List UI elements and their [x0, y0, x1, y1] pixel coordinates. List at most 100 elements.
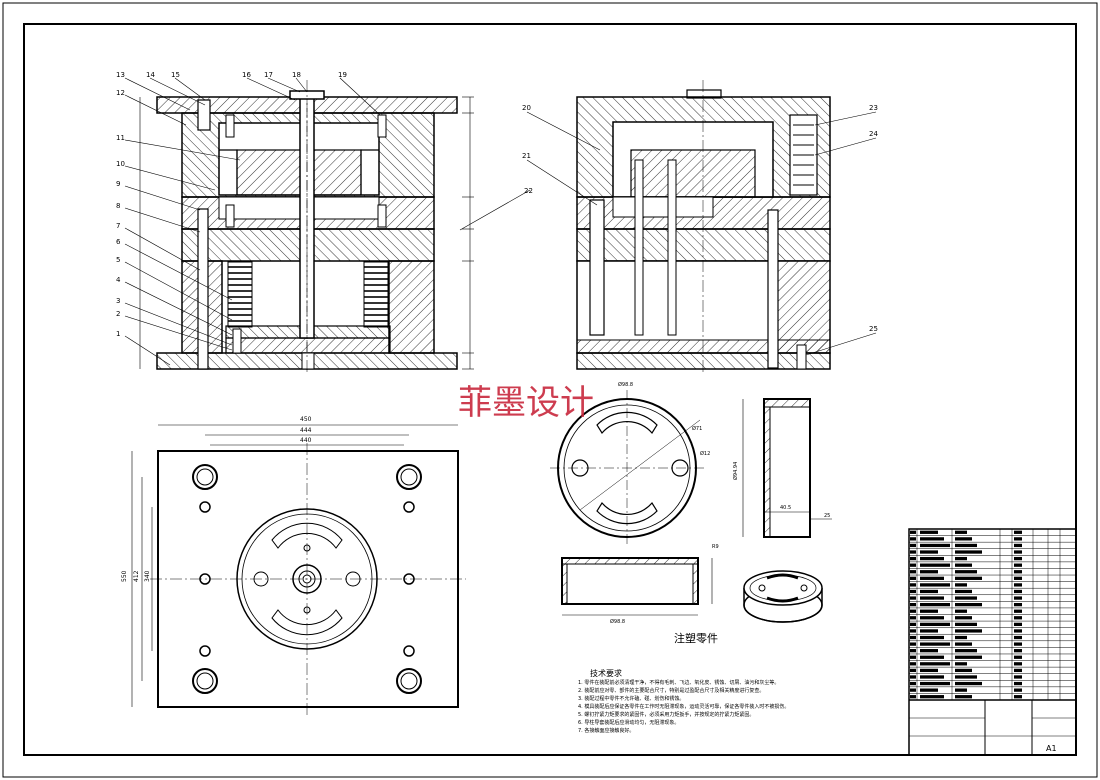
- parts-list-cell: [955, 537, 972, 541]
- tech-item-1: 1. 零件在装配前必须清理干净，不得有毛刺、飞边、氧化皮、锈蚀、切屑、油污和灰尘…: [578, 679, 779, 686]
- parts-list-cell: [920, 688, 938, 692]
- left-balloons: [124, 77, 381, 366]
- parts-list-cell: [955, 642, 972, 646]
- parts-list-cell: [1014, 543, 1022, 548]
- tech-item-6: 6. 导柱导套装配后应滑动均匀，无阻滞现象。: [578, 719, 679, 726]
- parts-list-cell: [1014, 576, 1022, 580]
- parts-list-cell: [1014, 550, 1022, 554]
- parts-list-cell: [920, 635, 944, 640]
- part-iso-view: [743, 570, 823, 623]
- balloon-17: 17: [264, 71, 273, 79]
- parts-list-cell: [1014, 602, 1022, 607]
- parts-list-cell: [910, 635, 916, 640]
- parts-list-cell: [920, 530, 938, 534]
- watermark: 菲墨设计: [458, 383, 594, 423]
- parts-list-cell: [955, 563, 972, 567]
- parts-list-cell: [920, 583, 950, 587]
- tech-item-3: 3. 装配过程中零件不允许磕、碰、划伤和锈蚀。: [578, 695, 684, 702]
- dim-d7: R9: [712, 544, 719, 550]
- parts-list-cell: [910, 537, 916, 541]
- parts-list-cell: [955, 589, 972, 594]
- dim-d3: Ø12: [700, 450, 710, 457]
- parts-list-cell: [910, 655, 916, 659]
- plan-view: [131, 424, 466, 715]
- parts-list-cell: [910, 563, 916, 567]
- balloon-23: 23: [869, 104, 878, 112]
- parts-list-cell: [910, 570, 916, 574]
- parts-list-cell: [920, 642, 950, 646]
- parts-list-cell: [955, 576, 982, 580]
- parts-list-cell: [955, 629, 982, 633]
- parts-list-cell: [955, 570, 977, 574]
- parts-list-cell: [910, 556, 916, 561]
- spring-left: [227, 261, 253, 328]
- front-section-view: [139, 80, 474, 372]
- dim-450: 450: [300, 416, 312, 423]
- parts-list-cell: [920, 668, 938, 673]
- dim-d8: Ø98.8: [610, 618, 625, 625]
- parts-list-cell: [955, 543, 977, 548]
- parts-list-cell: [920, 556, 944, 561]
- balloon-16: 16: [242, 71, 251, 79]
- parts-list-cell: [920, 537, 944, 541]
- parts-list-cell: [920, 662, 950, 666]
- parts-list-cell: [1014, 589, 1022, 594]
- sheet-code: A1: [1046, 744, 1057, 753]
- balloon-7: 7: [116, 222, 120, 230]
- parts-list-cell: [955, 675, 977, 679]
- parts-list-cell: [920, 602, 950, 607]
- parts-list-cell: [1014, 556, 1022, 561]
- parts-list-cell: [910, 688, 916, 692]
- parts-list-cell: [1014, 695, 1022, 699]
- balloon-2: 2: [116, 310, 120, 318]
- parts-list-cell: [1014, 583, 1022, 587]
- tech-item-2: 2. 装配前应对零、部件的主要配合尺寸，特别是过盈配合尺寸及相关精度进行复查。: [578, 687, 764, 694]
- parts-list-cell: [910, 589, 916, 594]
- part-side-dims: 40.5 25 Ø94.94: [732, 462, 830, 519]
- balloon-9: 9: [116, 180, 120, 188]
- parts-list-cell: [910, 662, 916, 666]
- dim-d5: 25: [824, 513, 830, 519]
- side-section-view: [576, 80, 831, 372]
- balloon-4: 4: [116, 276, 121, 284]
- parts-list-cell: [920, 589, 938, 594]
- parts-list-cell: [910, 530, 916, 534]
- left-balloon-labels: 13 14 15 16 17 18 19 12 11 10 9 8 7 6 5 …: [116, 71, 347, 338]
- dim-440: 440: [300, 437, 312, 444]
- parts-list-cell: [920, 616, 944, 620]
- balloon-10: 10: [116, 160, 125, 168]
- spring-right: [363, 261, 389, 328]
- parts-list-cell: [1014, 596, 1022, 600]
- parts-list-cell: [955, 655, 982, 659]
- parts-list-cell: [910, 550, 916, 554]
- parts-list-cell: [920, 675, 944, 679]
- spacer-block-right: [388, 260, 435, 354]
- balloon-8: 8: [116, 202, 120, 210]
- parts-list-cell: [1014, 616, 1022, 620]
- parts-list-cell: [1014, 622, 1022, 627]
- parts-list-cell: [1014, 681, 1022, 686]
- parts-list-cell: [1014, 675, 1022, 679]
- tech-item-7: 7. 各接触面应接触良好。: [578, 727, 634, 734]
- parts-list-cell: [1014, 688, 1022, 692]
- tech-item-4: 4. 模具装配后应保证各零件在工作时无阻滞现象，运动灵活可靠，保证各零件装入时不…: [578, 703, 789, 710]
- right-balloons: [459, 111, 877, 356]
- dim-444: 444: [300, 427, 312, 434]
- parts-list-cell: [955, 622, 977, 627]
- balloon-12: 12: [116, 89, 125, 97]
- balloon-11: 11: [116, 134, 125, 142]
- balloon-22: 22: [524, 187, 533, 195]
- tech-item-5: 5. 螺钉拧紧力矩要求的紧固件，必须采用力矩扳手，并按规定的拧紧力矩紧固。: [578, 711, 754, 718]
- parts-list-cell: [920, 649, 938, 653]
- parts-list-cell: [910, 609, 916, 613]
- parts-list-cell: [955, 550, 982, 554]
- parts-list-cell: [1014, 537, 1022, 541]
- dim-d4: 40.5: [780, 505, 791, 511]
- plan-dimension-labels: 450 444 440 550 412 340: [121, 416, 312, 582]
- parts-list-cell: [910, 668, 916, 673]
- parts-list-cell: [1014, 609, 1022, 613]
- parts-list-cell: [910, 681, 916, 686]
- parts-list-cell: [955, 681, 982, 686]
- balloon-6: 6: [116, 238, 121, 246]
